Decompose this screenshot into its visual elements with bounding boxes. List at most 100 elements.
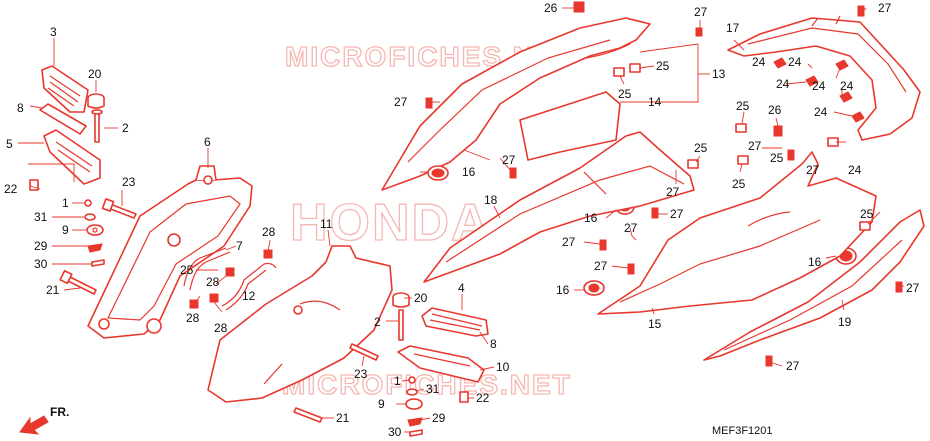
part-bolt-21-left <box>59 269 97 295</box>
callout-25-mid: 25 <box>694 141 708 155</box>
callout-28-left: 28 <box>186 311 200 325</box>
callout-23: 23 <box>122 175 136 189</box>
part-bolt-21-right <box>293 407 323 423</box>
part-grommet-16-a <box>427 165 449 181</box>
callout-9: 9 <box>62 223 69 237</box>
callout-24-g: 24 <box>848 163 862 177</box>
callout-21-right: 21 <box>336 411 350 425</box>
part-spring-9-left <box>86 224 104 236</box>
callout-27-mid-b: 27 <box>624 221 638 235</box>
callout-8: 8 <box>17 101 24 115</box>
part-grab-rail-17 <box>727 15 921 141</box>
callouts: 3 20 8 2 5 22 1 31 9 29 30 21 23 6 7 25 … <box>4 1 920 439</box>
callout-20: 20 <box>88 67 102 81</box>
part-spring-left <box>39 103 87 135</box>
callout-25-right-c: 25 <box>732 177 746 191</box>
callout-25-right-b: 25 <box>770 151 784 165</box>
callout-27-bottom: 27 <box>786 359 800 373</box>
part-lower-panel-19 <box>703 209 925 361</box>
callout-27-right-c: 27 <box>906 281 920 295</box>
callout-25-left: 25 <box>180 263 194 277</box>
callout-20-right: 20 <box>414 291 428 305</box>
part-side-cover-15 <box>597 151 877 315</box>
callout-27-top-right: 27 <box>878 1 892 15</box>
callout-24-d: 24 <box>812 79 826 93</box>
callout-4: 4 <box>458 281 465 295</box>
part-bolt-23-left <box>101 198 137 219</box>
part-step-bar-right <box>397 345 485 383</box>
part-collar-1-left <box>84 199 92 207</box>
callout-31: 31 <box>34 210 48 224</box>
callout-24-e: 24 <box>840 79 854 93</box>
part-bracket-6 <box>87 165 253 339</box>
callout-25-far-right: 25 <box>860 207 874 221</box>
part-pin-30-left <box>91 259 105 267</box>
callout-25-right-a: 25 <box>736 99 750 113</box>
callout-27-lower: 27 <box>594 259 608 273</box>
callout-29: 29 <box>34 239 48 253</box>
watermark-bottom: MICROFICHES.NET <box>282 369 572 400</box>
part-upper-cowl-14 <box>381 17 651 191</box>
callout-28-mid: 28 <box>206 275 220 289</box>
callout-16-lower: 16 <box>556 283 570 297</box>
callout-24-a: 24 <box>752 55 766 69</box>
callout-18: 18 <box>484 193 498 207</box>
callout-26-top: 26 <box>544 1 558 15</box>
callout-9-right: 9 <box>378 397 385 411</box>
callout-2-right: 2 <box>374 315 381 329</box>
callout-15: 15 <box>648 317 662 331</box>
callout-5: 5 <box>6 137 13 151</box>
callout-7: 7 <box>236 239 243 253</box>
callout-27-top: 27 <box>694 5 708 19</box>
part-grommet-right <box>392 292 410 308</box>
callout-27-mid: 27 <box>670 207 684 221</box>
callout-27-right-b: 27 <box>806 163 820 177</box>
callout-16-upper: 16 <box>462 165 476 179</box>
callout-17: 17 <box>726 21 740 35</box>
callout-11: 11 <box>320 217 333 231</box>
part-pin-right <box>398 309 404 341</box>
callout-31-right: 31 <box>426 382 440 396</box>
callout-29-right: 29 <box>432 411 446 425</box>
part-stay-12 <box>221 262 277 311</box>
part-step-rubber-left <box>41 65 89 113</box>
callout-27-center: 27 <box>666 185 680 199</box>
callout-24-b: 24 <box>788 55 802 69</box>
callout-14: 14 <box>648 95 662 109</box>
callout-13: 13 <box>712 67 726 81</box>
callout-30: 30 <box>34 257 48 271</box>
part-bolts-28 <box>189 249 273 309</box>
callout-19: 19 <box>838 315 852 329</box>
part-clips-25 <box>613 63 871 231</box>
callout-24-f: 24 <box>814 105 828 119</box>
part-grommet-16-c <box>583 280 605 296</box>
part-pin-left <box>91 109 103 143</box>
callout-12: 12 <box>242 289 256 303</box>
callout-23-right: 23 <box>354 367 368 381</box>
callout-22: 22 <box>4 182 18 196</box>
callout-30-right: 30 <box>388 425 402 439</box>
callout-8-right: 8 <box>490 337 497 351</box>
diagram-code: MEF3F1201 <box>712 425 773 437</box>
part-grommet-left <box>87 93 105 109</box>
part-bolt-22-left <box>29 179 39 191</box>
callout-24-c: 24 <box>776 77 790 91</box>
callout-16-right: 16 <box>808 255 822 269</box>
callout-21: 21 <box>46 283 60 297</box>
part-clips-24 <box>773 57 865 123</box>
front-direction-arrow-icon <box>19 415 49 435</box>
part-bolt-23-right <box>349 343 379 361</box>
callout-1-right: 1 <box>394 374 401 388</box>
part-screws-27 <box>425 5 903 367</box>
part-step-rubber-right <box>421 307 489 337</box>
watermark-center: HONDA <box>290 194 491 252</box>
part-washer-31-left <box>84 213 96 221</box>
callout-27-right-a: 27 <box>748 139 762 153</box>
direction-label: FR. <box>50 405 69 419</box>
part-side-cover-11 <box>207 245 393 403</box>
callout-28-top: 28 <box>262 225 276 239</box>
callout-10: 10 <box>496 360 510 374</box>
callout-25-top: 25 <box>656 59 670 73</box>
